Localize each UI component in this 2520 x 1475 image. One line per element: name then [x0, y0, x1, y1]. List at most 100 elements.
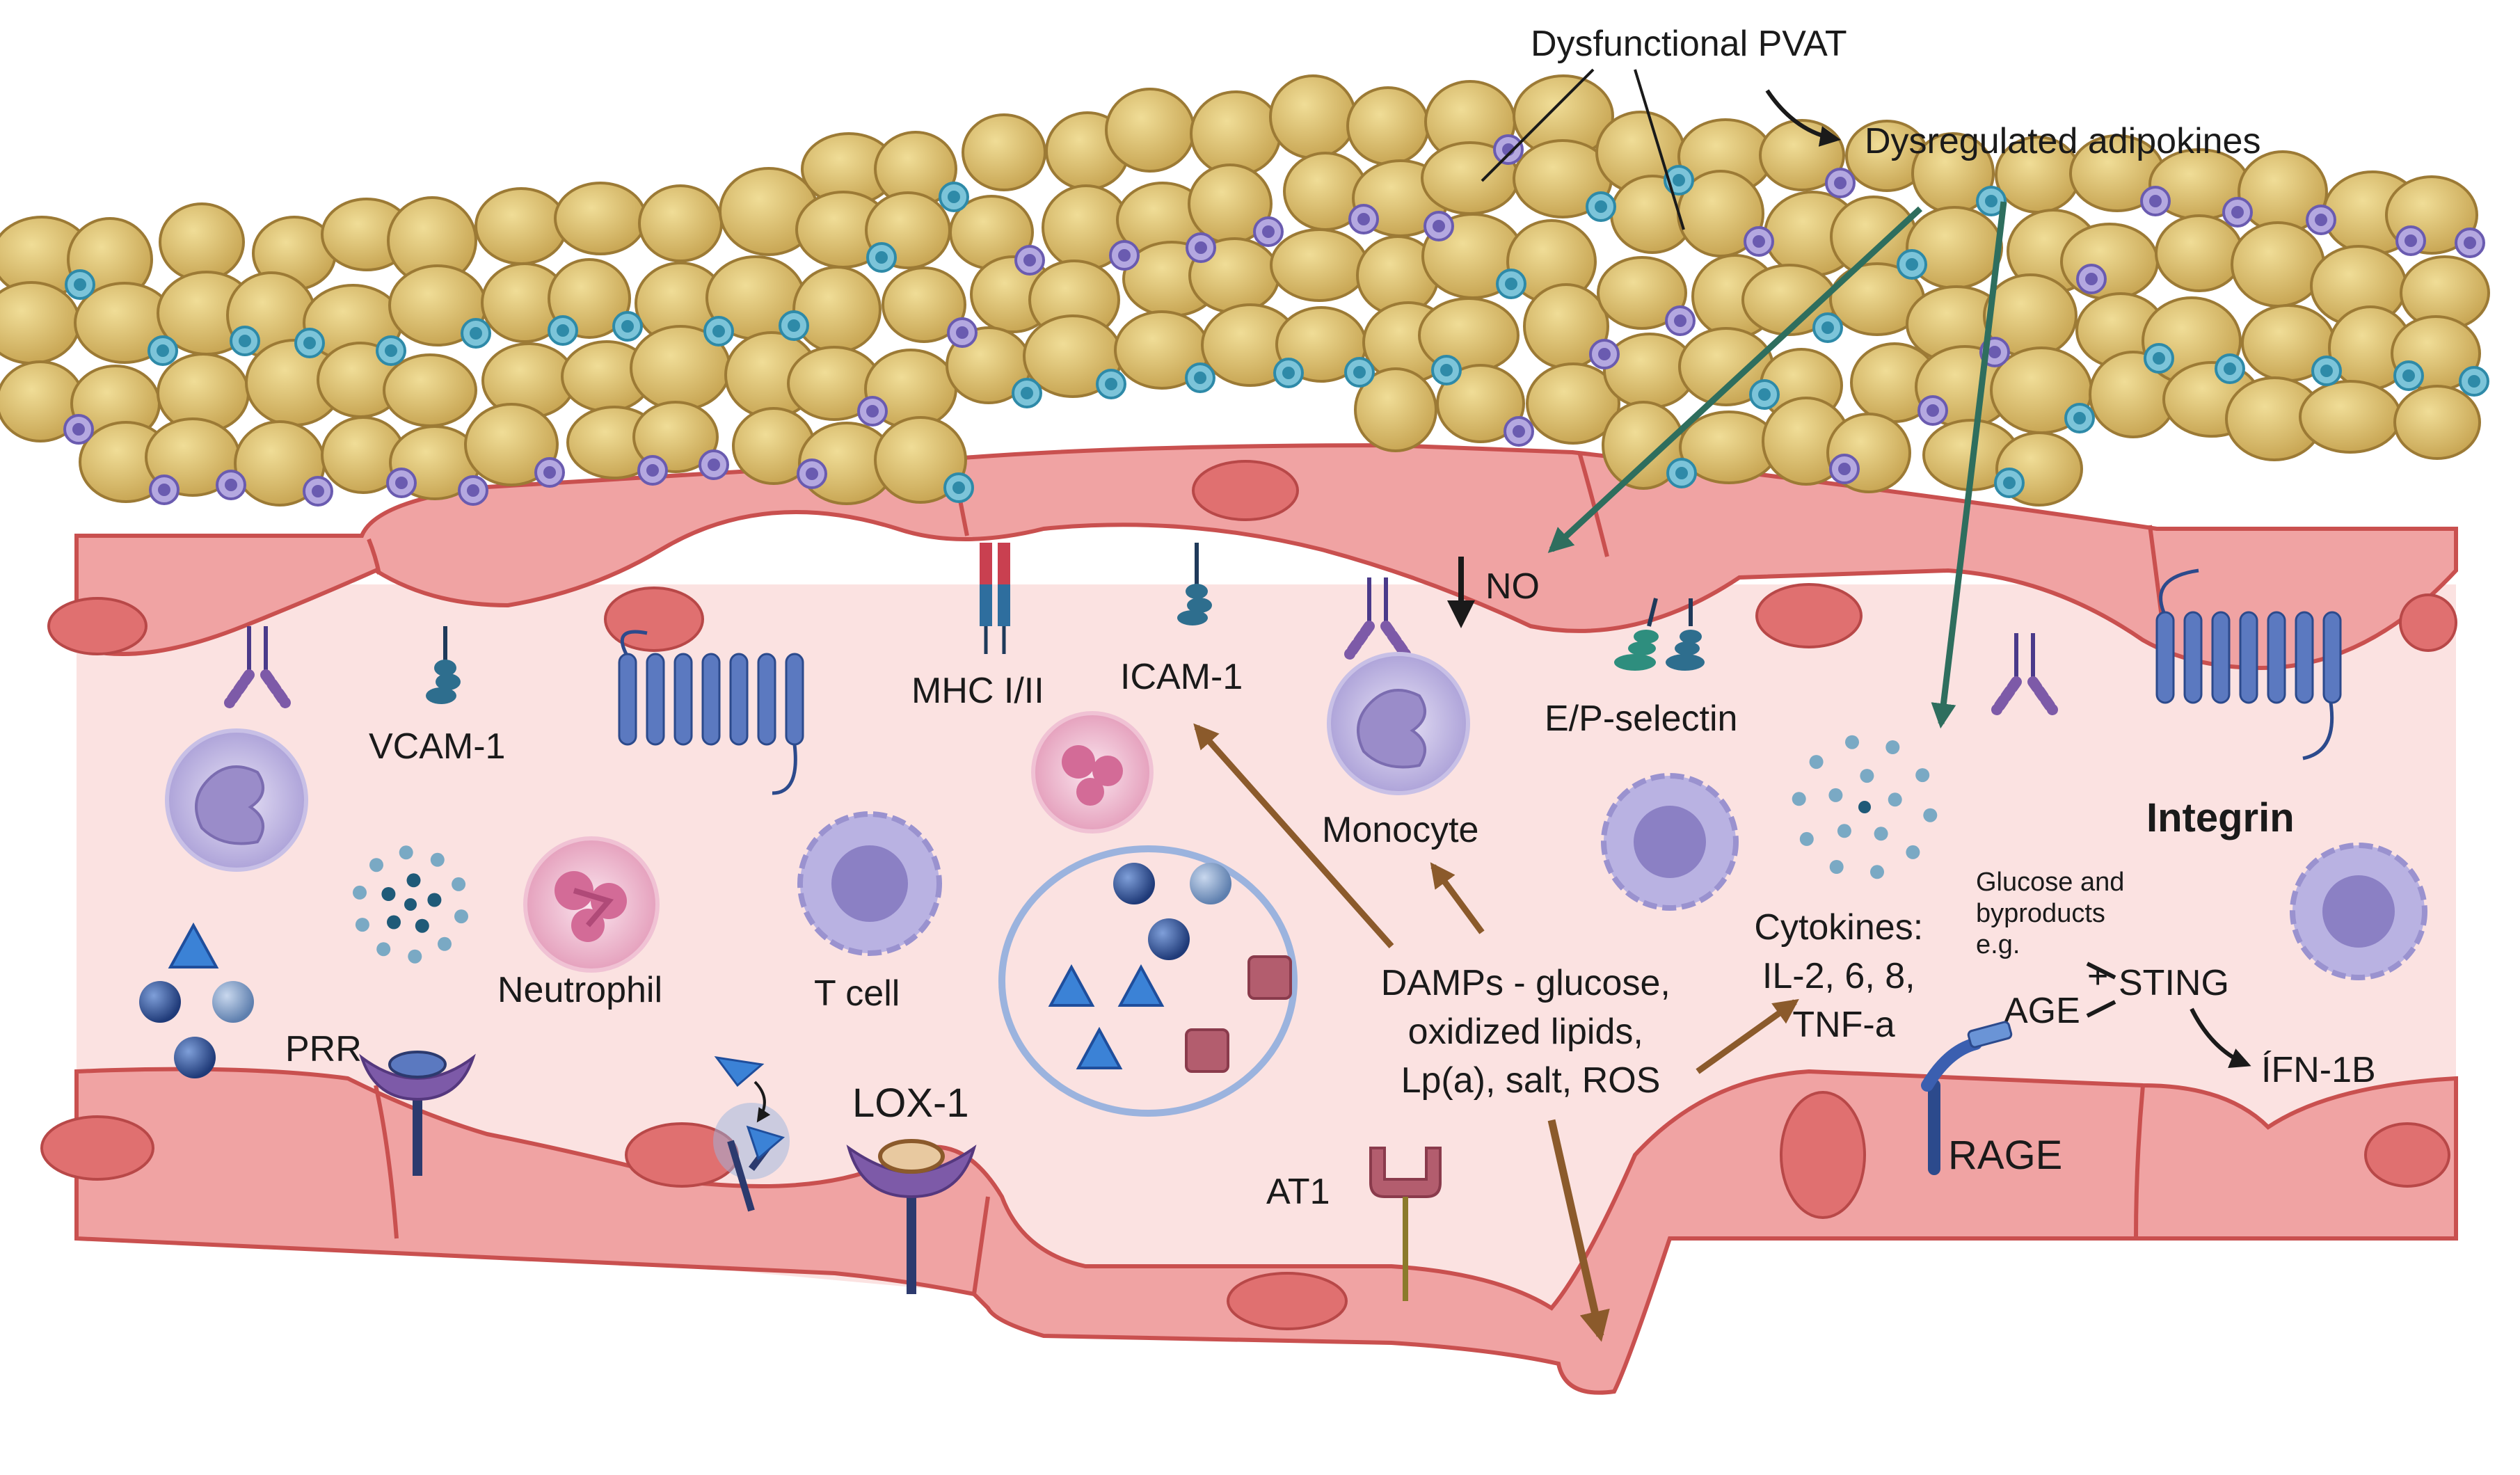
at1-label: AT1 — [1266, 1172, 1330, 1212]
plus-label: + — [2087, 956, 2108, 996]
pvat-immune-cell-nucleus — [239, 335, 251, 347]
pvat-immune-cell-nucleus — [2315, 214, 2327, 226]
endothelial-nucleus — [40, 1115, 154, 1181]
cytokine-dot — [1923, 808, 1938, 822]
pvat-immune-cell-nucleus — [788, 319, 800, 332]
pvat-immune-cell-nucleus — [1513, 425, 1525, 438]
pvat-immune-cell-nucleus — [157, 344, 169, 357]
cytokine-dot — [1837, 824, 1851, 838]
mhc-receptor-icon — [980, 543, 1010, 654]
cytokine-dot — [1870, 865, 1884, 879]
damp-sphere-icon — [1113, 863, 1155, 904]
pvat-immune-cell-nucleus — [1105, 378, 1117, 390]
pvat-immune-cell-nucleus — [2073, 412, 2086, 424]
ep-selectin-receptor-icon — [1614, 598, 1705, 671]
cytokines-label: Cytokines: IL-2, 6, 8, TNF-a — [1754, 907, 1933, 1045]
damp-sphere-icon — [1148, 918, 1190, 960]
pvat-immune-cell-nucleus — [2003, 477, 2016, 489]
pvat-immune-cell-nucleus — [1282, 367, 1295, 379]
damp-triangle-icon — [1076, 1026, 1123, 1069]
ligand-binding-arrow — [753, 1081, 771, 1123]
pvat-immune-cell-nucleus — [1674, 314, 1686, 327]
pvat-immune-cell-nucleus — [1353, 366, 1366, 378]
brown-arrow-to-icam1 — [1193, 723, 1394, 948]
brown-arrow-to-cytokines — [1696, 998, 1799, 1074]
pvat-immune-cell-nucleus — [1821, 321, 1834, 334]
adipocyte-icon — [874, 416, 967, 504]
pvat-immune-cell-nucleus — [866, 405, 879, 417]
cytokine-dot — [1799, 831, 1814, 846]
pvat-immune-cell-nucleus — [1023, 254, 1036, 266]
pvat-immune-cell-nucleus — [1985, 195, 1997, 207]
adipocyte-icon — [632, 401, 719, 473]
integrin-receptor-icon — [2155, 568, 2342, 760]
brown-arrow-to-wall — [1547, 1119, 1610, 1342]
cytokine-dot — [399, 845, 413, 860]
pvat-pointer-line — [1634, 69, 1685, 230]
adipocyte-icon — [464, 403, 559, 486]
ligand-triangle-icon — [714, 1055, 765, 1087]
pvat-immune-cell-nucleus — [646, 464, 659, 477]
prr-receptor-icon — [359, 1051, 476, 1176]
pvat-immune-cell-nucleus — [557, 324, 569, 337]
vcam1-label: VCAM-1 — [369, 726, 505, 767]
pvat-immune-cell-nucleus — [312, 485, 324, 497]
pvat-pointer-line — [1481, 68, 1595, 182]
pvat-immune-cell-nucleus — [470, 327, 482, 340]
damp-sphere-icon — [174, 1037, 216, 1078]
cytokine-dot — [430, 852, 445, 867]
pvat-immune-cell-nucleus — [385, 344, 397, 357]
receptor-fork-icon — [1991, 633, 2058, 715]
pvat-immune-cell-nucleus — [875, 251, 888, 264]
endothelial-nucleus — [1227, 1272, 1348, 1330]
mhc-label: MHC I/II — [911, 671, 1044, 711]
cytokine-dot — [355, 918, 369, 932]
pvat-immune-cell-nucleus — [395, 477, 408, 489]
pvat-immune-cell-nucleus — [712, 325, 725, 337]
pvat-immune-cell-nucleus — [303, 337, 316, 349]
cytokine-dot — [1874, 827, 1888, 841]
pvat-immune-cell-nucleus — [1753, 235, 1765, 248]
endothelial-nucleus — [1780, 1091, 1866, 1219]
cytokine-dot — [438, 936, 452, 951]
adipocyte-icon — [0, 281, 81, 365]
green-arrow-to-cytokines — [1931, 201, 2007, 729]
pvat-immune-cell-nucleus — [1675, 467, 1688, 479]
prr-label: PRR — [285, 1029, 362, 1069]
endothelial-nucleus — [1755, 583, 1863, 648]
lox1-receptor-icon — [846, 1139, 977, 1294]
pvat-immune-cell-nucleus — [74, 278, 86, 291]
integrin-label: Integrin — [2146, 795, 2295, 840]
cytokine-dot — [408, 949, 422, 964]
cytokine-dot — [369, 858, 383, 872]
cytokine-dot — [381, 887, 396, 901]
cytokine-dot — [406, 873, 421, 888]
age-sting-line — [2086, 1000, 2116, 1018]
cytokine-dot — [1888, 792, 1902, 807]
receptor-fork-icon — [224, 626, 291, 708]
adipokine-arrow — [1765, 89, 1841, 147]
neutrophil-cell-icon — [1031, 711, 1154, 834]
pvat-immune-cell-nucleus — [225, 479, 237, 491]
damp-sphere-icon — [139, 981, 181, 1023]
pvat-immune-cell-nucleus — [1021, 387, 1033, 399]
ep-selectin-label: E/P-selectin — [1545, 699, 1737, 739]
ligand-binding-receptor-icon — [713, 1103, 790, 1212]
cytokine-dot — [376, 942, 391, 957]
pvat-immune-cell-nucleus — [1758, 388, 1771, 401]
cytokine-dot — [1845, 735, 1859, 749]
pvat-immune-cell-nucleus — [2085, 273, 2098, 285]
pvat-immune-cell-nucleus — [1598, 348, 1611, 360]
cytokine-dot — [404, 898, 417, 911]
t-cell-label: T cell — [814, 973, 900, 1014]
endothelial-nucleus — [604, 587, 704, 652]
t-cell-icon — [2290, 843, 2427, 980]
pvat-immune-cell-nucleus — [2320, 365, 2333, 377]
pvat-immune-cell-nucleus — [1927, 404, 1939, 417]
age-sting-line — [2086, 962, 2116, 980]
pvat-immune-cell-nucleus — [2149, 195, 2162, 207]
adipocyte-icon — [2231, 221, 2325, 308]
damp-triangle-icon — [1117, 964, 1165, 1007]
cytokine-dot — [1885, 740, 1900, 754]
